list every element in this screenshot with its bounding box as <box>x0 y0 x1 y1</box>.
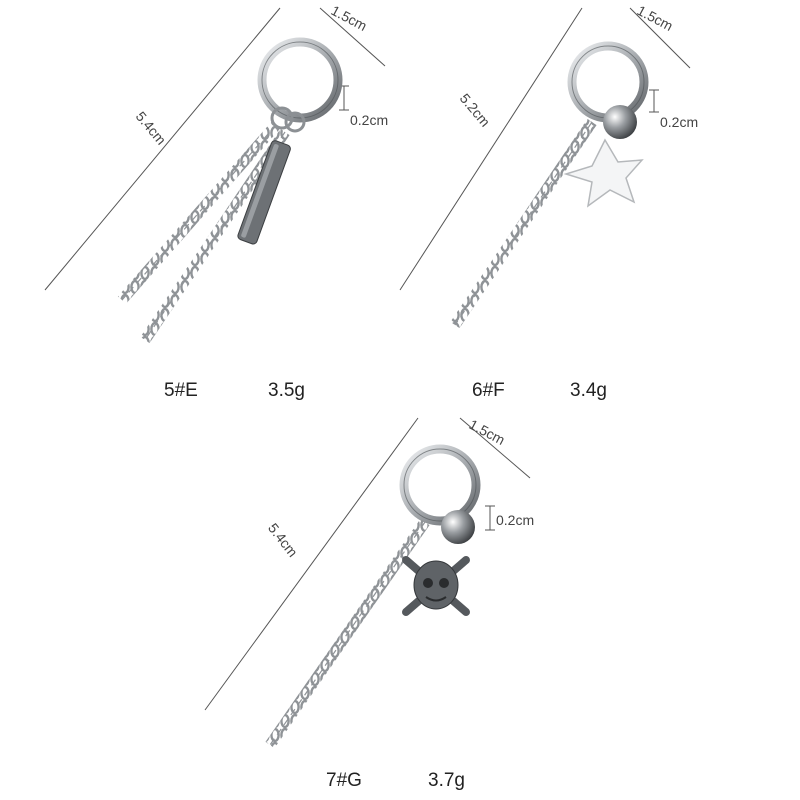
dimension-lines-6f <box>399 7 691 291</box>
earring-7g <box>204 417 531 749</box>
product-code-5e: 5#E <box>164 380 198 401</box>
skull-pendant-7g <box>402 556 470 616</box>
dim-thickness-5e: 0.2cm <box>350 112 389 128</box>
product-code-7g: 7#G <box>326 770 362 791</box>
dim-thickness-7g: 0.2cm <box>496 512 535 528</box>
dimension-lines-5e <box>44 7 386 291</box>
product-weight-7g: 3.7g <box>428 770 465 791</box>
dim-thickness-6f: 0.2cm <box>660 114 699 130</box>
product-weight-6f: 3.4g <box>570 380 607 401</box>
bar-pendant-5e <box>237 140 291 245</box>
ball-bead-6f <box>603 105 637 139</box>
ball-bead-7g <box>441 510 475 544</box>
product-weight-5e: 3.5g <box>268 380 305 401</box>
earring-6f <box>399 7 691 329</box>
earring-5e <box>44 7 386 344</box>
star-pendant-6f <box>563 138 644 208</box>
product-code-6f: 6#F <box>472 380 505 401</box>
dimension-lines-7g <box>204 417 531 711</box>
